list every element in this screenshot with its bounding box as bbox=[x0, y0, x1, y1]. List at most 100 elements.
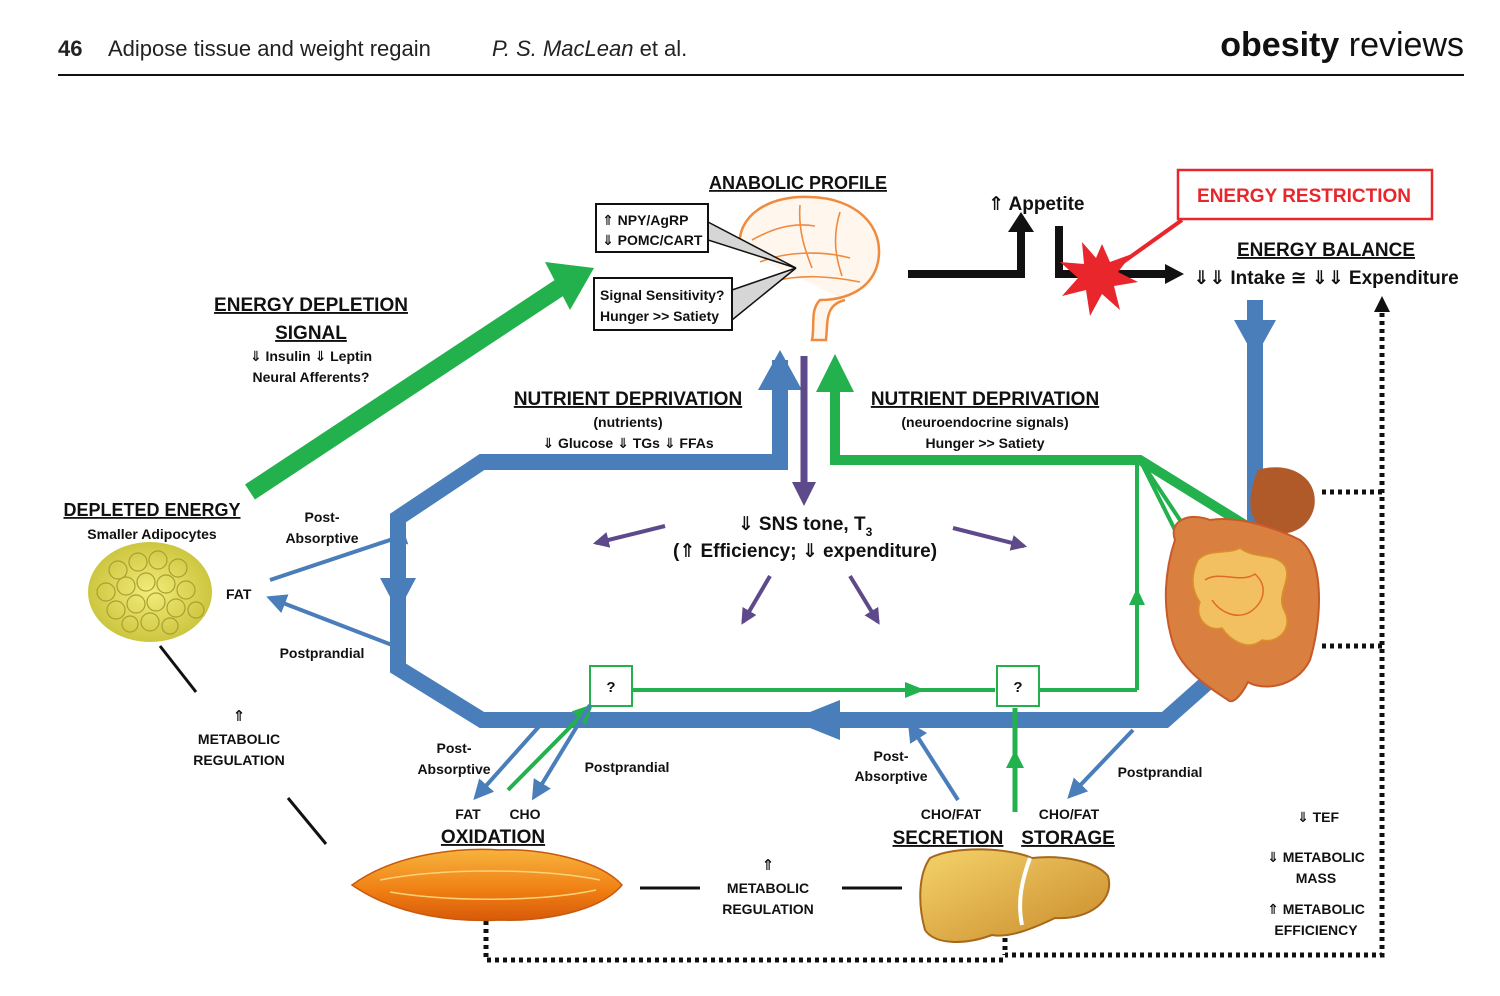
post-absorptive-3a: Post- bbox=[874, 748, 909, 764]
metabolic-mass-1: ⇓ METABOLIC bbox=[1267, 849, 1365, 865]
insulin-leptin-label: ⇓ Insulin ⇓ Leptin bbox=[250, 348, 372, 364]
author-name: P. S. MacLean bbox=[492, 36, 634, 61]
dotted-right-loop bbox=[1005, 305, 1385, 958]
storage-label: STORAGE bbox=[1021, 828, 1115, 849]
efficiency-label: (⇑ Efficiency; ⇓ expenditure) bbox=[673, 541, 937, 562]
blue-arrowhead-down-right bbox=[1234, 320, 1276, 358]
energy-balance-label: ENERGY BALANCE bbox=[1237, 240, 1415, 261]
purple-arrow-right bbox=[952, 526, 1028, 551]
dotted-bottom-loop bbox=[483, 905, 1005, 963]
blue-liver-storage bbox=[1067, 728, 1135, 799]
appetite-to-balance bbox=[1055, 226, 1170, 278]
adipocyte-cluster-icon bbox=[88, 542, 212, 642]
metabolic-up-left: ⇑ bbox=[233, 708, 246, 725]
purple-arrow-down-left bbox=[741, 574, 772, 625]
glucose-tgs-ffas-label: ⇓ Glucose ⇓ TGs ⇓ FFAs bbox=[542, 435, 714, 451]
journal-light: reviews bbox=[1348, 26, 1464, 64]
blue-post-absorptive-fat bbox=[269, 525, 409, 582]
energy-restriction-label: ENERGY RESTRICTION bbox=[1197, 186, 1411, 207]
green-cho-arrow bbox=[506, 704, 593, 792]
hunger-satiety-label: Hunger >> Satiety bbox=[925, 435, 1044, 451]
sns-tone-label: ⇓ SNS tone, T3 bbox=[738, 514, 873, 539]
blue-nutrient-loop bbox=[390, 300, 1263, 728]
appetite-arrowhead bbox=[1008, 212, 1034, 232]
page-number: 46 bbox=[58, 36, 83, 61]
blue-postprandial-fat bbox=[266, 594, 393, 647]
tef-label: ⇓ TEF bbox=[1297, 809, 1340, 825]
pomc-label: ⇓ POMC/CART bbox=[602, 232, 703, 248]
oxidation-cho-label: CHO bbox=[509, 806, 540, 822]
author-suffix: et al. bbox=[639, 36, 688, 61]
cho-fat-storage-label: CHO/FAT bbox=[1039, 806, 1100, 822]
blue-arrowhead-up bbox=[758, 350, 802, 390]
depleted-energy-label: DEPLETED ENERGY bbox=[63, 500, 240, 520]
hunger-satiety-box-label: Hunger >> Satiety bbox=[600, 308, 719, 324]
energy-depletion-label-2: SIGNAL bbox=[275, 323, 347, 344]
purple-arrow-down-right bbox=[848, 574, 880, 625]
regulation-line-2 bbox=[286, 797, 328, 845]
author-line: P. S. MacLean et al. bbox=[492, 36, 687, 62]
fat-label: FAT bbox=[226, 586, 252, 602]
metabolic-regulation-left-2: REGULATION bbox=[193, 752, 285, 768]
blue-fat-oxidation bbox=[473, 720, 545, 800]
journal-bold: obesity bbox=[1220, 26, 1340, 64]
post-absorptive-3b: Absorptive bbox=[854, 768, 927, 784]
metabolic-regulation-mid-1: METABOLIC bbox=[727, 880, 809, 896]
anabolic-profile-label: ANABOLIC PROFILE bbox=[709, 173, 887, 193]
nutrient-deprivation-left-label: NUTRIENT DEPRIVATION bbox=[514, 389, 742, 410]
energy-depletion-label-1: ENERGY DEPLETION bbox=[214, 295, 408, 316]
post-absorptive-1a: Post- bbox=[305, 509, 340, 525]
metabolic-up-mid: ⇑ bbox=[762, 857, 775, 874]
blue-cho-oxidation bbox=[531, 703, 592, 801]
secretion-label: SECRETION bbox=[893, 828, 1004, 849]
postprandial-3: Postprandial bbox=[1118, 764, 1203, 780]
oxidation-label: OXIDATION bbox=[441, 827, 545, 848]
green-arrowhead-up bbox=[816, 354, 854, 392]
signal-sensitivity-box bbox=[593, 277, 733, 331]
question-mark-1: ? bbox=[606, 679, 615, 696]
muscle-icon bbox=[350, 848, 623, 922]
npy-label: ⇑ NPY/AgRP bbox=[602, 212, 688, 228]
running-title: Adipose tissue and weight regain bbox=[108, 36, 431, 61]
regulation-line-1 bbox=[158, 645, 198, 693]
dotted-arrowhead bbox=[1374, 296, 1390, 312]
appetite-label: ⇑ Appetite bbox=[988, 194, 1085, 215]
brain-icon bbox=[707, 195, 881, 342]
npy-pomc-box bbox=[595, 203, 709, 253]
starburst-icon bbox=[1060, 242, 1138, 316]
liver-icon bbox=[919, 848, 1111, 943]
post-absorptive-2b: Absorptive bbox=[417, 761, 490, 777]
appetite-step-arrow bbox=[908, 228, 1025, 278]
signal-sensitivity-label: Signal Sensitivity? bbox=[600, 287, 724, 303]
page-header: 46 Adipose tissue and weight regain P. S… bbox=[0, 0, 1500, 80]
blue-arrowhead-down-left bbox=[380, 578, 416, 612]
post-absorptive-2a: Post- bbox=[437, 740, 472, 756]
question-box-1 bbox=[589, 665, 633, 707]
cho-fat-secretion-label: CHO/FAT bbox=[921, 806, 982, 822]
question-box-2 bbox=[996, 665, 1040, 707]
intake-expenditure-label: ⇓⇓ Intake ≅ ⇓⇓ Expenditure bbox=[1193, 268, 1458, 289]
header-rule bbox=[58, 74, 1464, 76]
metabolic-regulation-mid-2: REGULATION bbox=[722, 901, 814, 917]
blue-arrowhead-left bbox=[790, 700, 840, 740]
green-arrowhead-small bbox=[1129, 588, 1145, 605]
blue-liver-secretion bbox=[907, 721, 960, 802]
metabolic-regulation-left-1: METABOLIC bbox=[198, 731, 280, 747]
green-liver-arrowhead bbox=[1006, 750, 1024, 768]
journal-title: obesity reviews bbox=[1220, 26, 1464, 65]
oxidation-fat-label: FAT bbox=[455, 806, 481, 822]
energy-depletion-arrow bbox=[245, 276, 570, 500]
green-arrowhead-right bbox=[905, 682, 925, 698]
question-mark-2: ? bbox=[1013, 679, 1022, 696]
purple-arrow-left bbox=[592, 524, 666, 548]
nutrients-sub-label: (nutrients) bbox=[593, 414, 662, 430]
gut-icon bbox=[1164, 467, 1320, 703]
balance-arrowhead bbox=[1165, 264, 1184, 284]
nutrient-deprivation-right-label: NUTRIENT DEPRIVATION bbox=[871, 389, 1099, 410]
neuroendocrine-sub-label: (neuroendocrine signals) bbox=[901, 414, 1068, 430]
metabolic-efficiency-1: ⇑ METABOLIC bbox=[1267, 901, 1365, 917]
metabolic-efficiency-2: EFFICIENCY bbox=[1274, 922, 1358, 938]
energy-restriction-box bbox=[1176, 168, 1434, 221]
purple-down-arrowhead bbox=[792, 482, 816, 506]
